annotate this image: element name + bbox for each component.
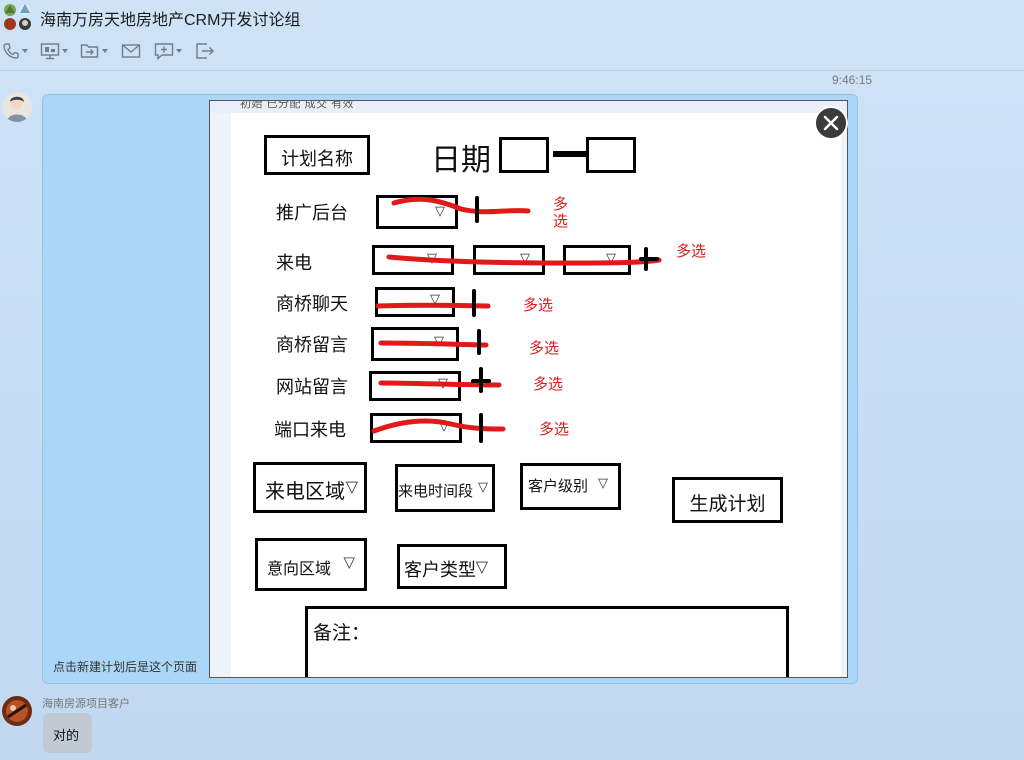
- message-bubble: [43, 713, 92, 753]
- add-app-button[interactable]: [154, 38, 182, 64]
- screen-share-icon: [40, 42, 60, 60]
- plan-name-label: 计划名称: [281, 149, 353, 170]
- sender-name: 海南房源项目客户: [42, 698, 130, 710]
- filter-intended-area: 意向区域 ▽: [255, 538, 367, 591]
- avatar[interactable]: [2, 696, 32, 726]
- filter-label: 客户类型: [404, 560, 476, 581]
- screen-share-button[interactable]: [40, 38, 68, 64]
- file-transfer-icon: [80, 42, 100, 60]
- row-label-port-phone: 端口来电: [274, 420, 346, 441]
- date-start-box: [499, 137, 549, 173]
- annotation-multiselect: 多选: [533, 375, 564, 393]
- chat-dropdown: ▽: [375, 287, 455, 317]
- filter-label: 意向区域: [267, 559, 332, 578]
- image-attachment[interactable]: 初始 已分配 成交 有效 计划名称 日期 推广后台 ▽ 多选 来电 ▽ ▽ ▽: [209, 100, 848, 678]
- date-range-dash: [553, 151, 587, 157]
- group-avatar[interactable]: [3, 3, 33, 31]
- chevron-down-icon: [62, 49, 68, 53]
- voice-call-button[interactable]: [2, 38, 28, 64]
- row-label-website: 网站留言: [276, 377, 348, 398]
- annotation-multiselect: 多选: [539, 420, 570, 438]
- image-top-text: 初始 已分配 成交 有效: [240, 100, 355, 110]
- annotation-multiselect: 多选: [523, 296, 554, 314]
- avatar[interactable]: [2, 92, 32, 122]
- image-top-strip: 初始 已分配 成交 有效: [210, 101, 847, 113]
- mail-icon: [121, 42, 141, 60]
- chat-title: 海南万房天地房地产CRM开发讨论组: [40, 12, 301, 29]
- title-bar: 海南万房天地房地产CRM开发讨论组: [0, 0, 1024, 34]
- annotation-multiselect: 多选: [676, 242, 707, 260]
- dropdown-arrow-icon: ▽: [343, 553, 355, 571]
- exit-group-button[interactable]: [195, 38, 215, 64]
- chevron-down-icon: [102, 49, 108, 53]
- file-transfer-button[interactable]: [80, 38, 108, 64]
- filter-call-area: 来电区域 ▽: [253, 462, 367, 513]
- remark-label: 备注：: [313, 622, 371, 644]
- filter-customer-level: 客户级别 ▽: [520, 463, 621, 510]
- message-caption: 点击新建计划后是这个页面: [53, 660, 198, 674]
- annotation-multiselect: 多选: [553, 195, 569, 230]
- phone-icon: [2, 42, 20, 60]
- row-label-chat-message: 商桥留言: [276, 335, 348, 356]
- plan-name-box: 计划名称: [264, 135, 370, 175]
- hand-annotations: [371, 196, 662, 443]
- filter-label: 来电区域: [265, 479, 345, 503]
- message-text: 对的: [53, 728, 80, 743]
- mockup-canvas: 计划名称 日期 推广后台 ▽ 多选 来电 ▽ ▽ ▽ 多选 商桥聊天 ▽ 多选: [231, 113, 841, 677]
- close-preview-button[interactable]: [814, 106, 848, 140]
- dropdown-arrow-icon: ▽: [606, 251, 616, 266]
- date-label: 日期: [431, 143, 491, 178]
- dropdown-arrow-icon: ▽: [430, 292, 440, 307]
- row-label-phone: 来电: [276, 253, 312, 274]
- date-end-box: [586, 137, 636, 173]
- chevron-down-icon: [22, 49, 28, 53]
- email-button[interactable]: [121, 38, 141, 64]
- filter-customer-type: 客户类型 ▽: [397, 544, 507, 589]
- dropdown-arrow-icon: ▽: [598, 476, 608, 491]
- generate-plan-button: 生成计划: [672, 477, 783, 523]
- filter-call-time: 来电时间段 ▽: [395, 464, 495, 512]
- close-icon: [816, 115, 846, 142]
- remark-box: 备注：: [305, 606, 789, 677]
- dropdown-arrow-icon: ▽: [520, 251, 530, 266]
- message-timestamp: 9:46:15: [832, 73, 873, 87]
- chevron-down-icon: [176, 49, 182, 53]
- exit-icon: [195, 42, 215, 60]
- row-label-promotion: 推广后台: [276, 203, 348, 224]
- header-divider: [0, 70, 1024, 71]
- row-label-chat: 商桥聊天: [276, 294, 348, 315]
- add-app-icon: [154, 42, 174, 60]
- annotation-multiselect: 多选: [529, 339, 560, 357]
- filter-label: 来电时间段: [398, 482, 474, 500]
- dropdown-arrow-icon: ▽: [435, 204, 445, 219]
- generate-plan-label: 生成计划: [689, 493, 766, 515]
- dropdown-arrow-icon: ▽: [345, 477, 358, 496]
- chat-toolbar: [0, 38, 300, 64]
- dropdown-arrow-icon: ▽: [478, 480, 488, 495]
- dropdown-arrow-icon: ▽: [439, 419, 449, 434]
- dropdown-arrow-icon: ▽: [475, 557, 488, 576]
- filter-label: 客户级别: [528, 477, 589, 495]
